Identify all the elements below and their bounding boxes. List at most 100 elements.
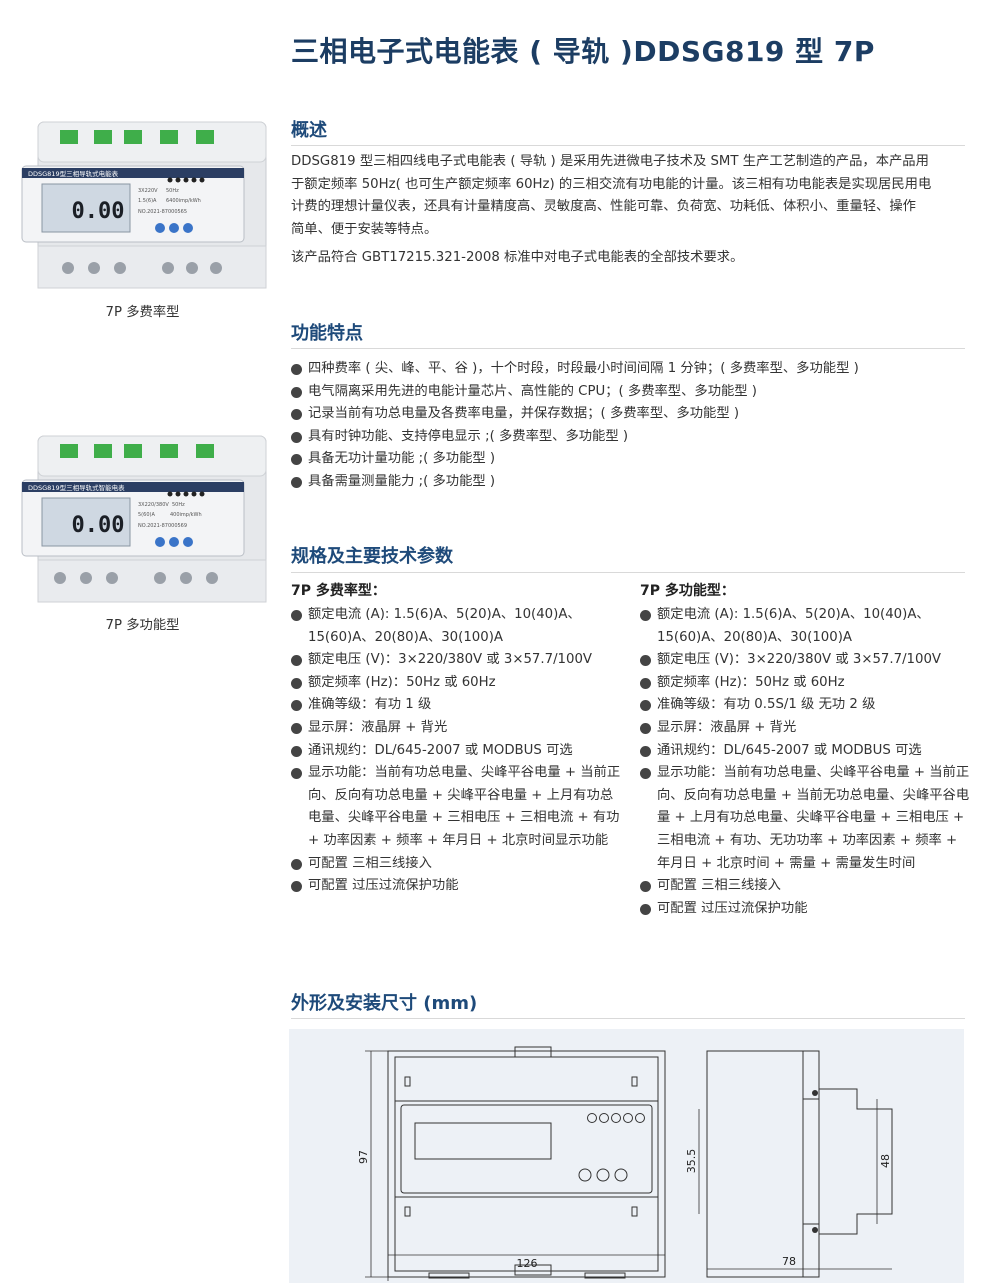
svg-text:3X220V: 3X220V <box>138 188 158 194</box>
list-item: 显示功能：当前有功总电量、尖峰平谷电量 + 当前正向、反向有功总电量 + 当前无… <box>640 762 970 875</box>
bullet-icon <box>291 431 302 443</box>
svg-text:50Hz: 50Hz <box>166 188 179 194</box>
list-item: 具备需量测量能力 ;( 多功能型 ) <box>291 471 971 494</box>
svg-text:5(60)A: 5(60)A <box>138 512 155 518</box>
svg-text:3X220/380V: 3X220/380V <box>138 502 169 508</box>
bullet-icon <box>640 655 651 667</box>
product-caption-multi-rate: 7P 多费率型 <box>105 305 180 320</box>
product-photo-multi-rate: DDSG819型三相导轨式电能表 0.00 3X220V 1.5(6)A 50H… <box>20 118 270 294</box>
technical-drawing: 97 126 78 35.5 48 <box>357 1046 893 1281</box>
dimensions-heading: 外形及安装尺寸 (mm) <box>291 993 478 1014</box>
list-item: 显示屏：液晶屏 + 背光 <box>291 717 621 740</box>
indicator-leds <box>167 177 205 183</box>
meter-illustration: DDSG819型三相导轨式智能电表 0.00 3X220/380V 5(60)A… <box>21 435 267 603</box>
bullet-icon <box>291 409 302 421</box>
bullet-icon <box>291 386 302 398</box>
overview-paragraph: DDSG819 型三相四线电子式电能表 ( 导轨 ) 是采用先进微电子技术及 S… <box>291 154 932 237</box>
dimensions-divider <box>291 1018 965 1019</box>
spec-list: 额定电流 (A): 1.5(6)A、5(20)A、10(40)A、15(60)A… <box>640 604 970 920</box>
list-item: 通讯规约：DL/645-2007 或 MODBUS 可选 <box>291 740 621 763</box>
overview-standard: 该产品符合 GBT17215.321-2008 标准中对电子式电能表的全部技术要… <box>291 250 744 265</box>
bullet-icon <box>640 768 651 780</box>
bullet-icon <box>291 655 302 667</box>
list-item: 可配置 过压过流保护功能 <box>291 875 621 898</box>
list-item: 额定频率 (Hz)：50Hz 或 60Hz <box>291 672 621 695</box>
svg-text:6400imp/kWh: 6400imp/kWh <box>166 198 201 204</box>
specs-heading: 规格及主要技术参数 <box>291 546 453 567</box>
meter-buttons <box>155 537 193 547</box>
meter-buttons <box>155 223 193 233</box>
bullet-icon <box>291 881 302 893</box>
list-item: 额定电压 (V)：3×220/380V 或 3×57.7/100V <box>640 649 970 672</box>
bullet-icon <box>291 610 302 621</box>
svg-text:NO.2021-87000565: NO.2021-87000565 <box>138 209 187 215</box>
bullet-icon <box>640 700 651 712</box>
bullet-icon <box>640 903 651 915</box>
list-item: 可配置 三相三线接入 <box>640 875 970 898</box>
overview-heading: 概述 <box>291 120 327 141</box>
list-item: 记录当前有功总电量及各费率电量，并保存数据；( 多费率型、多功能型 ) <box>291 403 971 426</box>
features-divider <box>291 348 965 349</box>
bullet-icon <box>291 454 302 466</box>
list-item: 通讯规约：DL/645-2007 或 MODBUS 可选 <box>640 740 970 763</box>
list-item: 电气隔离采用先进的电能计量芯片、高性能的 CPU；( 多费率型、多功能型 ) <box>291 381 971 404</box>
bullet-icon <box>640 677 651 689</box>
lcd-reading: 0.00 <box>72 513 125 538</box>
bullet-icon <box>640 722 651 734</box>
terminal-row-top <box>60 130 214 144</box>
dimension-rail-outer: 48 <box>879 1154 892 1168</box>
bullet-icon <box>291 768 302 780</box>
list-item: 具有时钟功能、支持停电显示 ;( 多费率型、多功能型 ) <box>291 426 971 449</box>
svg-text:NO.2021-87000569: NO.2021-87000569 <box>138 523 187 529</box>
lcd-window <box>414 1122 552 1160</box>
list-item: 额定电流 (A): 1.5(6)A、5(20)A、10(40)A、15(60)A… <box>640 604 970 649</box>
list-item: 具备无功计量功能 ;( 多功能型 ) <box>291 448 971 471</box>
terminal-row-bottom <box>62 262 222 274</box>
list-item: 额定电流 (A): 1.5(6)A、5(20)A、10(40)A、15(60)A… <box>291 604 621 649</box>
bullet-icon <box>640 745 651 757</box>
dimension-height: 97 <box>357 1150 370 1164</box>
dimension-width: 126 <box>517 1257 538 1270</box>
page-title: 三相电子式电能表 ( 导轨 )DDSG819 型 7P <box>291 35 875 68</box>
meter-illustration: DDSG819型三相导轨式电能表 0.00 3X220V 1.5(6)A 50H… <box>21 121 267 289</box>
spec-column-title: 7P 多费率型： <box>291 583 386 599</box>
list-item: 额定电压 (V)：3×220/380V 或 3×57.7/100V <box>291 649 621 672</box>
list-item: 四种费率 ( 尖、峰、平、谷 )，十个时段，时段最小时间间隔 1 分钟；( 多费… <box>291 358 971 381</box>
bullet-icon <box>291 858 302 870</box>
feature-list: 四种费率 ( 尖、峰、平、谷 )，十个时段，时段最小时间间隔 1 分钟；( 多费… <box>291 358 971 494</box>
bullet-icon <box>291 677 302 689</box>
list-item: 额定频率 (Hz)：50Hz 或 60Hz <box>640 672 970 695</box>
bullet-icon <box>640 610 651 621</box>
spec-column-title: 7P 多功能型： <box>640 583 735 599</box>
svg-text:1.5(6)A: 1.5(6)A <box>138 198 157 204</box>
list-item: 准确等级：有功 0.5S/1 级 无功 2 级 <box>640 694 970 717</box>
lcd-reading: 0.00 <box>72 199 125 224</box>
list-item: 显示屏：液晶屏 + 背光 <box>640 717 970 740</box>
front-view-outline <box>387 1050 666 1278</box>
terminal-row-bottom <box>54 572 218 584</box>
indicator-leds <box>167 491 205 497</box>
spec-column-multi-function: 7P 多功能型： 额定电流 (A): 1.5(6)A、5(20)A、10(40)… <box>640 580 970 920</box>
bullet-icon <box>291 700 302 712</box>
list-item: 可配置 过压过流保护功能 <box>640 898 970 921</box>
svg-text:400imp/kWh: 400imp/kWh <box>170 512 202 518</box>
bullet-icon <box>291 364 302 375</box>
svg-text:50Hz: 50Hz <box>172 502 185 508</box>
list-item: 准确等级：有功 1 级 <box>291 694 621 717</box>
terminal-row-top <box>60 444 214 458</box>
dimension-depth: 78 <box>782 1255 796 1268</box>
side-view-outline <box>706 1050 820 1278</box>
dimension-rail-inner: 35.5 <box>685 1149 698 1174</box>
overview-divider <box>291 145 965 146</box>
features-heading: 功能特点 <box>291 323 363 344</box>
bullet-icon <box>291 722 302 734</box>
bullet-icon <box>291 745 302 757</box>
product-caption-multi-function: 7P 多功能型 <box>105 618 180 633</box>
bullet-icon <box>291 476 302 488</box>
product-photo-multi-function: DDSG819型三相导轨式智能电表 0.00 3X220/380V 5(60)A… <box>20 432 270 608</box>
spec-list: 额定电流 (A): 1.5(6)A、5(20)A、10(40)A、15(60)A… <box>291 604 621 898</box>
list-item: 可配置 三相三线接入 <box>291 853 621 876</box>
meter-label: DDSG819型三相导轨式智能电表 <box>28 483 125 492</box>
specs-divider <box>291 572 965 573</box>
dimension-drawing: 97 126 78 35.5 48 <box>289 1029 964 1283</box>
